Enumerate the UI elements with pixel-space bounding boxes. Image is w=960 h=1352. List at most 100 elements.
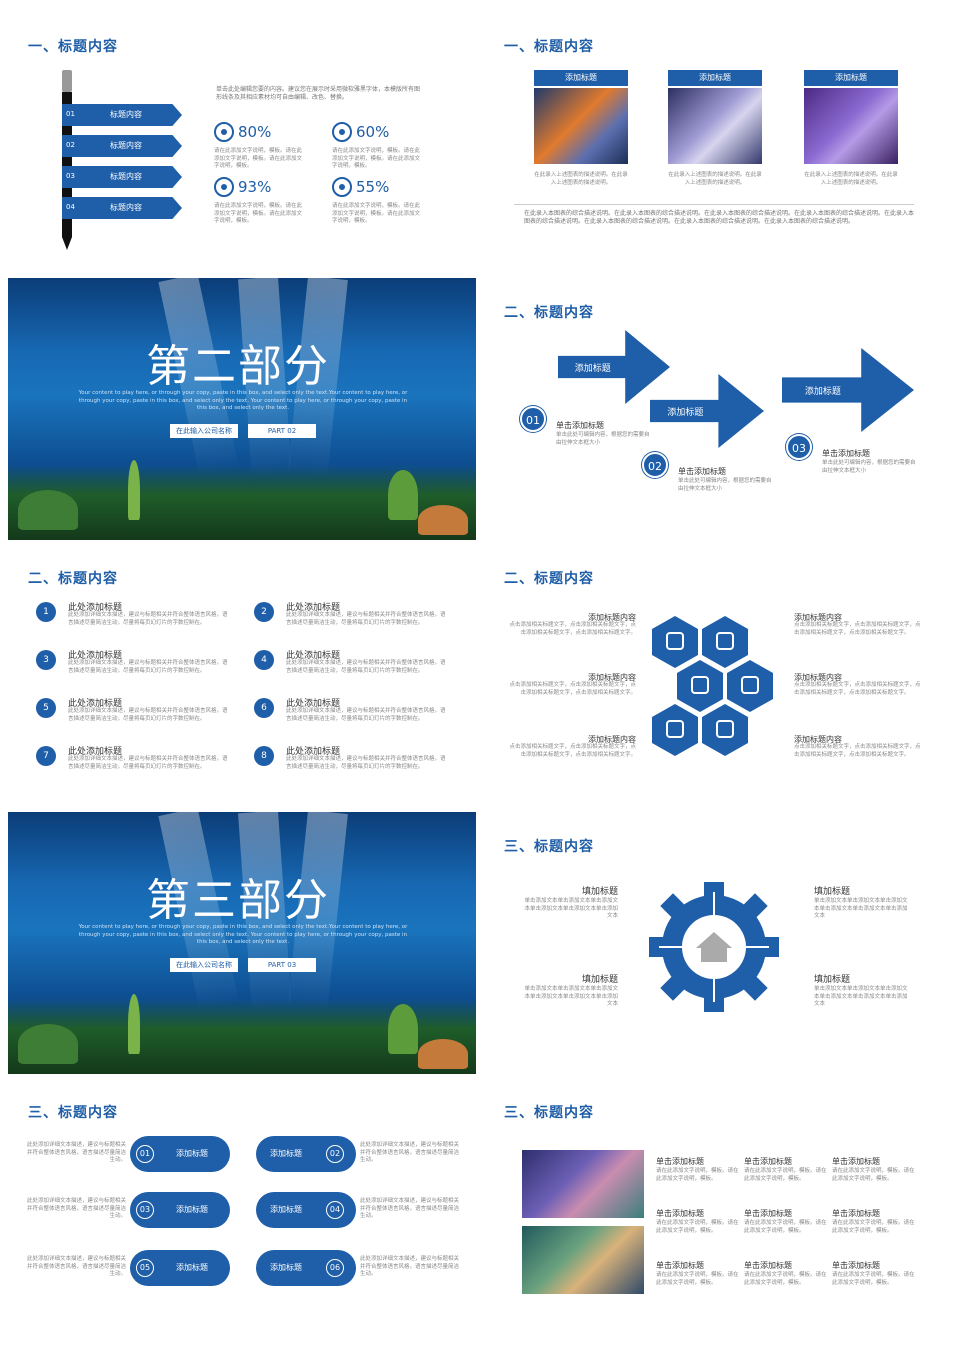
cell-desc: 请在此添加文字说明，模板。请在此添加文字说明，模板。 bbox=[656, 1168, 739, 1182]
slide-title: 二、标题内容 bbox=[28, 571, 118, 587]
pill-number: 04 bbox=[326, 1201, 344, 1219]
cell-title: 单击添加标题 bbox=[744, 1261, 792, 1270]
cell-desc: 请在此添加文字说明，模板。请在此添加文字说明，模板。 bbox=[744, 1168, 827, 1182]
slide-10[interactable]: 三、标题内容 单击添加标题请在此添加文字说明，模板。请在此添加文字说明，模板。单… bbox=[484, 1078, 952, 1340]
tab-label: 标题内容 bbox=[110, 110, 142, 119]
slide-8[interactable]: 三、标题内容 填加标题单击添加文本单击添加文本单击添加文本单击 bbox=[484, 812, 952, 1074]
coral-photo bbox=[522, 1226, 644, 1294]
slide-title: 二、标题内容 bbox=[504, 305, 594, 321]
card-title[interactable]: 添加标题 bbox=[668, 70, 762, 86]
part-button[interactable]: PART 03 bbox=[248, 958, 316, 972]
stat-value: 60% bbox=[356, 123, 390, 141]
slide-6[interactable]: 二、标题内容 添加标题内容点击添加相关标题文字，点击添加相关标题文字，点击添加相… bbox=[484, 544, 952, 806]
card-photo bbox=[668, 88, 762, 164]
cell-title: 单击添加标题 bbox=[656, 1261, 704, 1270]
gear-diagram bbox=[649, 882, 779, 1012]
company-name-button[interactable]: 在此输入公司名称 bbox=[170, 958, 238, 972]
pill-label: 添加标题 bbox=[270, 1205, 302, 1214]
stat-value: 55% bbox=[356, 178, 390, 196]
label-title: 添加标题内容 bbox=[588, 673, 636, 682]
swimmer-icon bbox=[214, 177, 234, 197]
pill-number: 02 bbox=[326, 1145, 344, 1163]
item-desc: 此处添加详细文本描述，建议与标题相关并符合整体语言风格，语言描述尽量简洁生动，尽… bbox=[286, 612, 446, 626]
hex-tile bbox=[727, 660, 773, 712]
section-subtext: Your content to play here, or through yo… bbox=[78, 390, 408, 411]
lightbulb-icon bbox=[332, 177, 352, 197]
block-title: 填加标题 bbox=[581, 887, 618, 897]
item-desc: 此处添加详细文本描述，建议与标题相关并符合整体语言风格，语言描述尽量简洁生动，尽… bbox=[286, 708, 446, 722]
card-title[interactable]: 添加标题 bbox=[804, 70, 898, 86]
label-title: 添加标题内容 bbox=[588, 735, 636, 744]
block-desc: 单击添加文本单击添加文本单击添加文本单击添加文本单击添加文本单击添加文本 bbox=[814, 898, 908, 919]
cell-title: 单击添加标题 bbox=[832, 1157, 880, 1166]
item-number: 5 bbox=[36, 698, 56, 718]
step-title: 单击添加标题 bbox=[556, 421, 604, 430]
cell-title: 单击添加标题 bbox=[744, 1209, 792, 1218]
slide-2[interactable]: 一、标题内容 添加标题在此录入上述图表的描述说明。在此录入上述图表的描述说明。添… bbox=[484, 12, 952, 274]
stat-desc: 请在此添加文字说明，模板。请在此添加文字说明，模板。请在此添加文字说明，模板。 bbox=[214, 203, 303, 224]
item-title: 此处添加标题 bbox=[286, 699, 341, 709]
part-button[interactable]: PART 02 bbox=[248, 424, 316, 438]
label-desc: 点击添加相关标题文字，点击添加相关标题文字，点击添加相关标题文字，点击添加相关标… bbox=[509, 744, 636, 758]
item-title: 此处添加标题 bbox=[68, 651, 123, 661]
pill-desc: 此处添加详细文本描述，建议与标题相关并符合整体语言风格，语言描述尽量简洁生动。 bbox=[26, 1142, 126, 1163]
alarm-clock-icon bbox=[214, 122, 234, 142]
item-title: 此处添加标题 bbox=[68, 699, 123, 709]
label-title: 添加标题内容 bbox=[588, 613, 636, 622]
step-desc: 单击此处可编辑内容，根据您的需要自由拉伸文本框大小 bbox=[822, 460, 916, 474]
pill-desc: 此处添加详细文本描述，建议与标题相关并符合整体语言风格，语言描述尽量简洁生动。 bbox=[26, 1198, 126, 1219]
tab-label: 标题内容 bbox=[110, 172, 142, 181]
company-name-button[interactable]: 在此输入公司名称 bbox=[170, 424, 238, 438]
gear-person-icon bbox=[716, 720, 734, 738]
stat-desc: 请在此添加文字说明，模板。请在此添加文字说明，模板。请在此添加文字说明，模板。 bbox=[332, 203, 421, 224]
tab-number: 04 bbox=[66, 203, 75, 211]
home-icon bbox=[696, 932, 732, 962]
arrow-label: 添加标题 bbox=[667, 408, 704, 418]
pill-step[interactable]: 02 添加标题 bbox=[256, 1136, 356, 1172]
step-number: 03 bbox=[786, 434, 812, 460]
pill-label: 添加标题 bbox=[176, 1205, 208, 1214]
slide-title: 一、标题内容 bbox=[504, 39, 594, 55]
item-desc: 此处添加详细文本描述，建议与标题相关并符合整体语言风格，语言描述尽量简洁生动，尽… bbox=[68, 660, 228, 674]
cell-desc: 请在此添加文字说明，模板。请在此添加文字说明，模板。 bbox=[832, 1220, 915, 1234]
pill-number: 06 bbox=[326, 1259, 344, 1277]
pill-desc: 此处添加详细文本描述，建议与标题相关并符合整体语言风格，语言描述尽量简洁生动。 bbox=[26, 1256, 126, 1277]
slide-7-section-cover[interactable]: 第三部分 Your content to play here, or throu… bbox=[8, 812, 476, 1074]
step-title: 单击添加标题 bbox=[678, 467, 726, 476]
label-desc: 点击添加相关标题文字，点击添加相关标题文字，点击添加相关标题文字，点击添加相关标… bbox=[794, 744, 921, 758]
cell-title: 单击添加标题 bbox=[656, 1209, 704, 1218]
item-number: 3 bbox=[36, 650, 56, 670]
cell-title: 单击添加标题 bbox=[744, 1157, 792, 1166]
block-title: 填加标题 bbox=[581, 975, 618, 985]
pill-step[interactable]: 04 添加标题 bbox=[256, 1192, 356, 1228]
item-desc: 此处添加详细文本描述，建议与标题相关并符合整体语言风格，语言描述尽量简洁生动，尽… bbox=[68, 708, 228, 722]
bar-chart-icon bbox=[716, 632, 734, 650]
presenter-icon bbox=[691, 676, 709, 694]
pill-label: 添加标题 bbox=[270, 1149, 302, 1158]
cell-desc: 请在此添加文字说明，模板。请在此添加文字说明，模板。 bbox=[656, 1220, 739, 1234]
arrow-label: 添加标题 bbox=[804, 387, 841, 397]
hex-tile bbox=[652, 616, 698, 668]
card-title[interactable]: 添加标题 bbox=[534, 70, 628, 86]
step-desc: 单击此处可编辑内容，根据您的需要自由拉伸文本框大小 bbox=[556, 432, 650, 446]
slide-3-section-cover[interactable]: 第二部分 Your content to play here, or throu… bbox=[8, 278, 476, 540]
cell-desc: 请在此添加文字说明，模板。请在此添加文字说明，模板。 bbox=[832, 1272, 915, 1286]
label-desc: 点击添加相关标题文字，点击添加相关标题文字，点击添加相关标题文字，点击添加相关标… bbox=[509, 622, 636, 636]
intro-text: 单击此处编辑您要的内容。建议您在展示时采用微软雅黑字体，本模版所有图形线条及其相… bbox=[216, 86, 421, 101]
slide-title: 三、标题内容 bbox=[28, 1105, 118, 1121]
section-subtext: Your content to play here, or through yo… bbox=[78, 924, 408, 945]
pill-desc: 此处添加详细文本描述，建议与标题相关并符合整体语言风格，语言描述尽量简洁生动。 bbox=[360, 1198, 460, 1219]
